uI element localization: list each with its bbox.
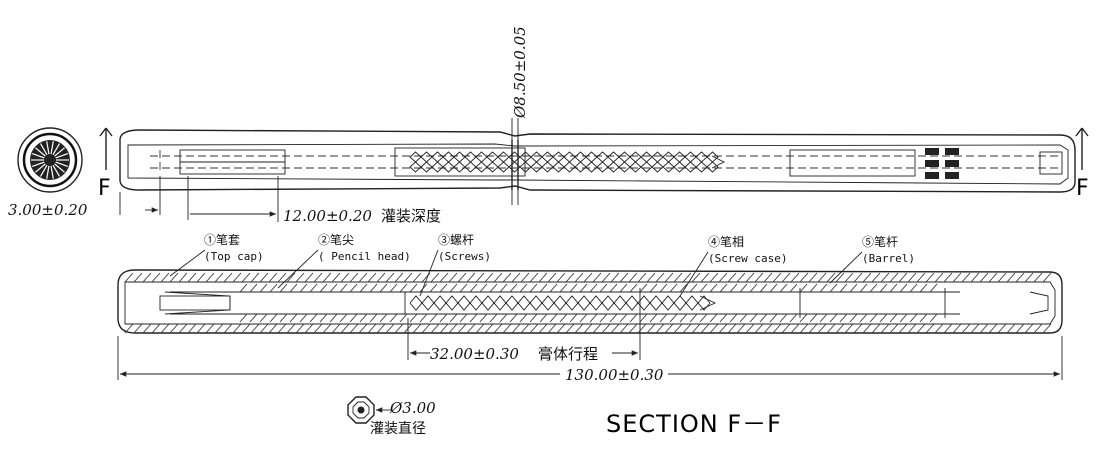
part-callout-2: ②笔尖 ( Pencil head) bbox=[318, 232, 411, 263]
section-view-body bbox=[117, 269, 1063, 334]
fill-diameter-detail bbox=[347, 396, 392, 424]
top-view-body bbox=[119, 129, 1076, 193]
part-cn-label: ①笔套 bbox=[204, 232, 240, 247]
part-callout-3: ③螺杆 (Screws) bbox=[438, 233, 491, 263]
section-cut-marks bbox=[99, 127, 1089, 170]
part-callouts: ①笔套 (Top cap) ②笔尖 ( Pencil head) ③螺杆 (Screws)… bbox=[204, 232, 915, 265]
part-en-label: (Top cap) bbox=[204, 250, 264, 263]
section-title: SECTION F－F bbox=[606, 410, 782, 438]
diameter-dimension-line bbox=[511, 118, 519, 205]
fill-depth-dimension bbox=[187, 176, 279, 222]
part-en-label: (Screw case) bbox=[708, 252, 787, 265]
fill-diameter-cn-label: 灌装直径 bbox=[370, 420, 426, 437]
fill-diameter-label: Ø3.00 bbox=[389, 399, 436, 417]
part-callout-4: ④笔相 (Screw case) bbox=[708, 234, 787, 265]
part-leader-lines bbox=[169, 249, 863, 297]
total-length-dimension bbox=[117, 336, 1063, 380]
paste-travel-cn-label: 膏体行程 bbox=[538, 345, 598, 363]
part-callout-1: ①笔套 (Top cap) bbox=[204, 232, 264, 263]
part-callout-5: ⑤笔杆 (Barrel) bbox=[862, 234, 915, 265]
part-cn-label: ③螺杆 bbox=[438, 233, 474, 247]
fill-depth-label: 12.00±0.20 bbox=[283, 207, 372, 225]
total-length-label: 130.00±0.30 bbox=[565, 366, 664, 384]
fill-depth-cn-label: 灌装深度 bbox=[381, 207, 441, 225]
section-mark-left: F bbox=[98, 176, 112, 201]
section-mark-right: F bbox=[1076, 176, 1090, 201]
diameter-main-label: Ø8.50±0.05 bbox=[511, 26, 529, 119]
part-cn-label: ④笔相 bbox=[708, 234, 744, 249]
part-cn-label: ⑤笔杆 bbox=[862, 234, 898, 249]
paste-travel-label: 32.00±0.30 bbox=[430, 345, 519, 363]
cap-offset-dimension bbox=[119, 176, 161, 215]
paste-travel-dimension bbox=[407, 318, 641, 360]
part-en-label: (Barrel) bbox=[862, 252, 915, 265]
part-cn-label: ②笔尖 bbox=[318, 232, 354, 247]
cap-offset-label: 3.00±0.20 bbox=[8, 201, 88, 219]
part-en-label: ( Pencil head) bbox=[318, 250, 411, 263]
part-en-label: (Screws) bbox=[438, 250, 491, 263]
end-view-circle bbox=[17, 127, 83, 193]
